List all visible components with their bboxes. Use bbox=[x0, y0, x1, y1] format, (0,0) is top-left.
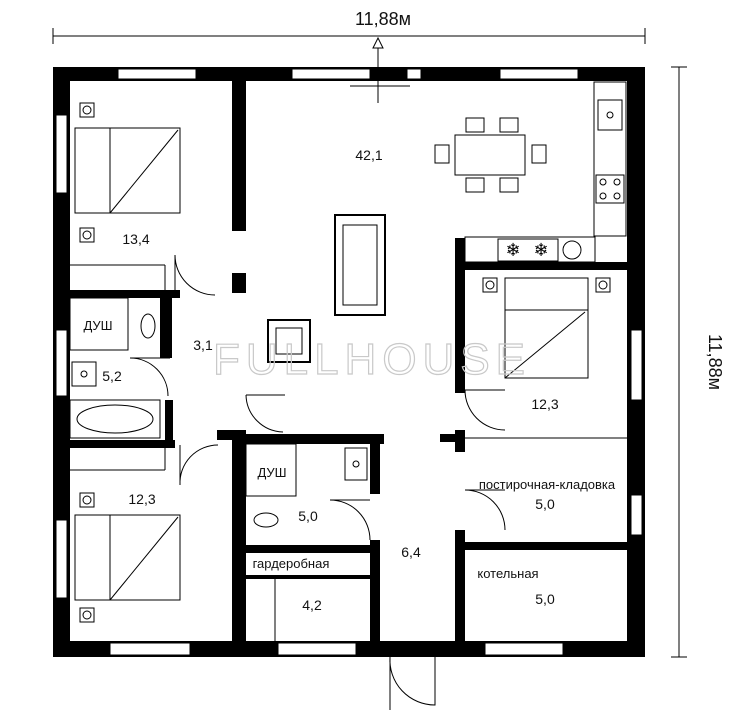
windows bbox=[55, 68, 643, 656]
door-laundry bbox=[464, 489, 506, 531]
bedroom-right-area: 12,3 bbox=[531, 396, 558, 412]
svg-text:❄: ❄ bbox=[533, 240, 548, 260]
bedroom-top-left-area: 13,4 bbox=[122, 231, 149, 247]
bath-left-area: 5,2 bbox=[102, 368, 122, 384]
bed-top-left bbox=[74, 102, 181, 243]
bedroom-bottom-left-area: 12,3 bbox=[128, 491, 155, 507]
dimension-right: 11,88м bbox=[705, 334, 725, 390]
armchair bbox=[267, 319, 311, 363]
door-bath-center bbox=[329, 499, 371, 541]
bed-bottom-left bbox=[74, 492, 181, 623]
laundry-name: постирочная-кладовка bbox=[479, 477, 616, 492]
door-swings bbox=[129, 254, 506, 710]
door-bedroom2 bbox=[179, 444, 219, 486]
dimension-lines bbox=[52, 28, 687, 658]
door-bedroom1 bbox=[174, 254, 216, 296]
door-bedroom-right bbox=[464, 389, 506, 431]
watermark: FULLHOUSE bbox=[213, 335, 531, 384]
kitchen-unit: ❄ ❄ bbox=[464, 81, 627, 263]
door-bath-left bbox=[129, 357, 170, 397]
boiler-name: котельная bbox=[477, 566, 538, 581]
door-hall bbox=[245, 394, 285, 433]
corridor-area: 6,4 bbox=[401, 544, 421, 560]
bath-center-fixtures bbox=[245, 443, 368, 528]
boiler-area: 5,0 bbox=[535, 591, 555, 607]
dimension-top: 11,88м bbox=[355, 9, 411, 29]
dining-table bbox=[434, 117, 547, 193]
living-area: 42,1 bbox=[355, 147, 382, 163]
bath-left-fixtures bbox=[69, 297, 161, 439]
interior-partitions bbox=[70, 264, 627, 471]
laundry-area: 5,0 bbox=[535, 496, 555, 512]
svg-text:❄: ❄ bbox=[505, 240, 520, 260]
wardrobe-area: 4,2 bbox=[302, 597, 322, 613]
wardrobe-name: гардеробная bbox=[253, 556, 330, 571]
bath-center-area: 5,0 bbox=[298, 508, 318, 524]
bath-left-name: ДУШ bbox=[83, 318, 112, 333]
door-entrance bbox=[389, 656, 436, 710]
bath-center-name: ДУШ bbox=[257, 465, 286, 480]
sofa bbox=[334, 214, 386, 316]
bed-right bbox=[482, 277, 611, 379]
interior-walls bbox=[70, 81, 627, 641]
hall-small-area: 3,1 bbox=[193, 337, 213, 353]
